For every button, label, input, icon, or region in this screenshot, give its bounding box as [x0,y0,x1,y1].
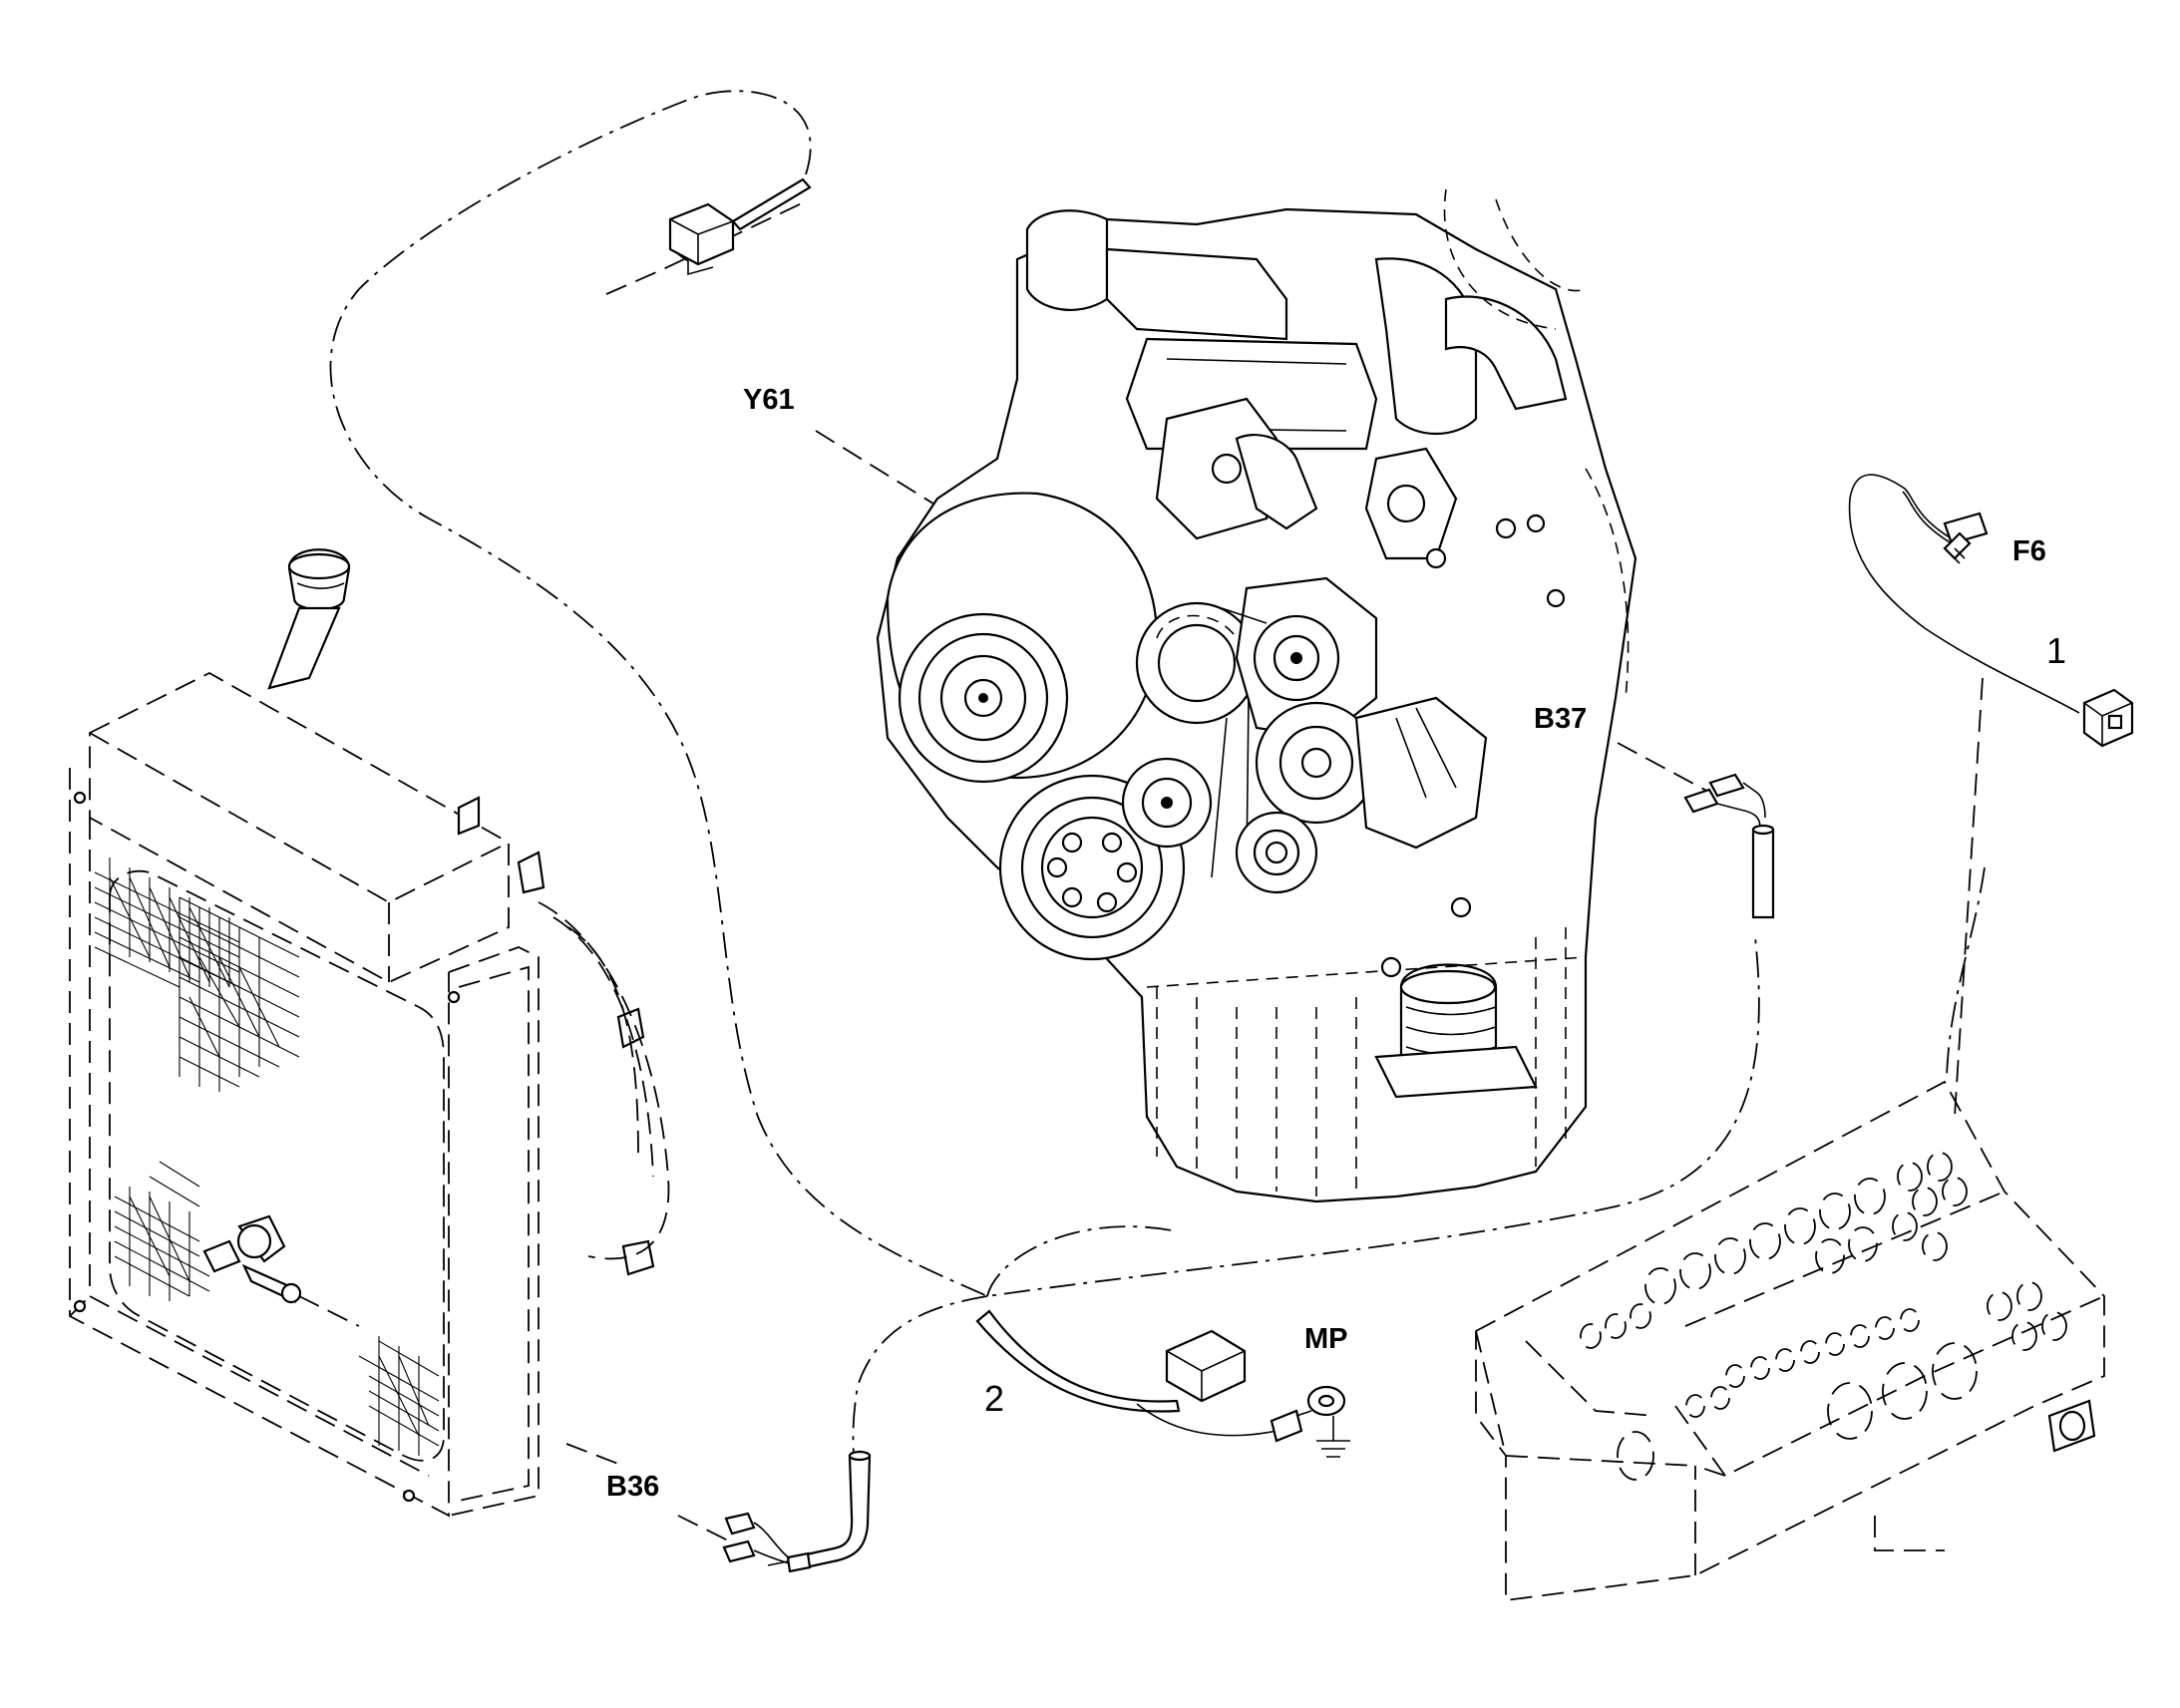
label-mp: MP [1304,1323,1348,1355]
engine-assembly [876,188,1637,1203]
callout-labels: Y61 F6 1 B37 MP 2 B36 [606,384,2066,1503]
b36-sensor [722,1450,872,1573]
label-y61: Y61 [743,384,795,416]
radiator-assembly [69,548,670,1518]
harness-2-assembly [975,1309,1350,1458]
label-1: 1 [2046,630,2066,671]
harness-route [329,90,1986,1457]
control-panel [1475,1080,2105,1602]
label-b37: B37 [1534,703,1587,735]
f6-fuse-harness [1848,474,2134,748]
label-2: 2 [984,1378,1004,1419]
b37-sensor [1683,773,1775,919]
label-b36: B36 [606,1471,659,1503]
panel-gauges [1580,1152,2067,1481]
y61-connector [668,177,812,276]
label-f6: F6 [2012,535,2046,567]
radiator-core-mesh [94,857,440,1456]
